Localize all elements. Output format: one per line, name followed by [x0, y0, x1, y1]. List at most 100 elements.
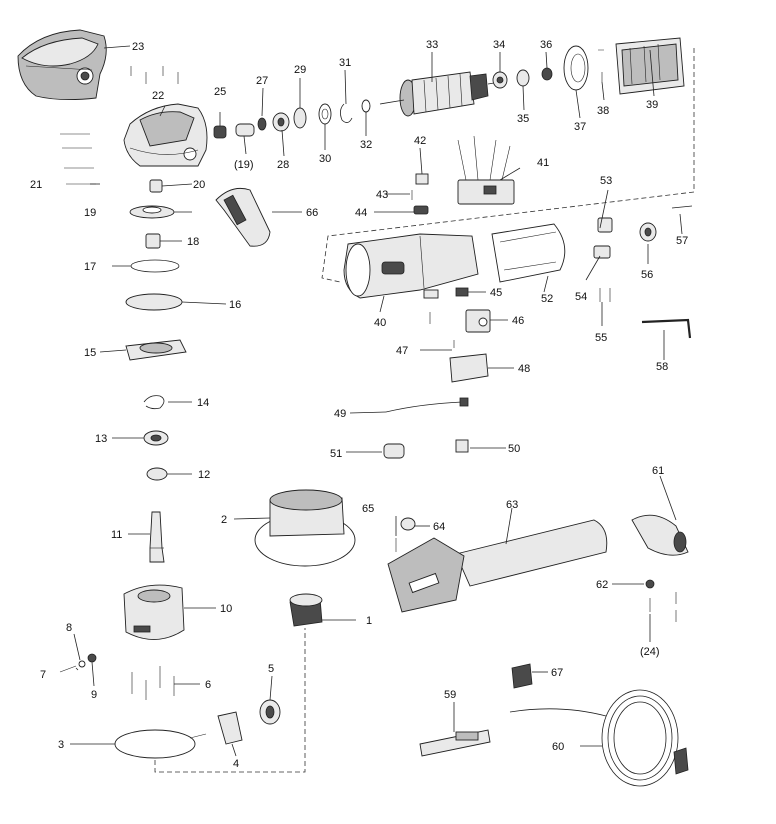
callout-31: 31: [339, 57, 351, 69]
callout-47: 47: [396, 345, 408, 357]
callout-51: 51: [330, 448, 342, 460]
part-4-clamp-lever: [217, 711, 243, 745]
callout-64: 64: [433, 521, 445, 533]
part-57-screw: [671, 205, 693, 209]
callout-20: 20: [193, 179, 205, 191]
callout-60: 60: [552, 741, 564, 753]
part-56-brush-cap: [639, 222, 657, 242]
callout-66: 66: [306, 207, 318, 219]
part-3-clamp-band: [114, 729, 207, 759]
part-54-brush-holder: [593, 245, 611, 259]
callout-67: 67: [551, 667, 563, 679]
part-31-circlip: [340, 103, 353, 123]
part-29-ring: [293, 107, 307, 129]
part-23-gear-cover: [17, 29, 107, 101]
part-24-screws: [649, 592, 677, 622]
part-20-sleeve: [149, 179, 163, 193]
part-50-terminal: [455, 439, 469, 453]
part-7-screw: [59, 665, 77, 673]
callout-24-paren: (24): [640, 646, 660, 658]
callout-32: 32: [360, 139, 372, 151]
part-64-switch-plunger: [400, 517, 416, 531]
callout-19: 19: [84, 207, 96, 219]
callout-35: 35: [517, 113, 529, 125]
callout-54: 54: [575, 291, 587, 303]
assembly-guide-lower: [154, 628, 306, 773]
part-22-gear-housing: [123, 103, 208, 167]
part-23-screws: [130, 66, 179, 84]
callout-17: 17: [84, 261, 96, 273]
callout-13: 13: [95, 433, 107, 445]
part-55-screws: [599, 288, 611, 302]
callout-37: 37: [574, 121, 586, 133]
callout-28: 28: [277, 159, 289, 171]
part-16-gasket: [125, 293, 183, 311]
callout-27: 27: [256, 75, 268, 87]
part-28-bearing: [272, 112, 290, 132]
part-34-bearing: [492, 71, 508, 89]
part-51-clamp: [383, 443, 405, 459]
callout-61: 61: [652, 465, 664, 477]
callout-57: 57: [676, 235, 688, 247]
callout-34: 34: [493, 39, 505, 51]
part-37-baffle: [563, 45, 589, 91]
part-66-side-handle: [215, 187, 271, 247]
callout-11: 11: [111, 529, 122, 541]
callout-7: 7: [40, 669, 46, 681]
part-45-clip: [423, 287, 469, 299]
part-47-screw: [429, 312, 455, 348]
callout-33: 33: [426, 39, 438, 51]
callout-2: 2: [221, 514, 227, 526]
part-12-seal: [146, 467, 168, 481]
part-9-nut: [87, 653, 97, 663]
part-46-capacitor: [465, 309, 491, 333]
callout-4: 4: [233, 758, 239, 770]
callout-1: 1: [366, 615, 372, 627]
part-21-screws: [60, 133, 96, 185]
callout-labels: 23 22 21 20 19 18 17 16 15 14 13 12 11 1…: [30, 39, 688, 770]
callout-19-paren: (19): [234, 159, 254, 171]
part-10-gear-head: [123, 584, 185, 640]
part-59-strain-relief: [419, 729, 491, 757]
part-38-screw: [598, 49, 604, 82]
part-19-bearing: [235, 123, 255, 137]
callout-43: 43: [376, 189, 388, 201]
callout-41: 41: [537, 157, 549, 169]
part-1-adjust-knob: [289, 593, 323, 627]
callout-5: 5: [268, 663, 274, 675]
callout-23: 23: [132, 41, 144, 53]
callout-8: 8: [66, 622, 72, 634]
callout-59: 59: [444, 689, 456, 701]
callout-50: 50: [508, 443, 520, 455]
part-40-motor-housing: [343, 233, 479, 299]
callout-12: 12: [198, 469, 210, 481]
part-8-washer: [78, 660, 86, 668]
callout-22: 22: [152, 90, 164, 102]
part-6-screws: [131, 666, 175, 700]
part-33-armature: [379, 71, 501, 117]
callout-49: 49: [334, 408, 346, 420]
assembly-guide-upper: [321, 48, 695, 283]
part-17-oring: [130, 259, 180, 273]
callout-10: 10: [220, 603, 232, 615]
part-42-clip: [415, 173, 429, 185]
part-32-washer: [361, 99, 371, 113]
part-41-electronics-module: [457, 135, 515, 205]
callout-21: 21: [30, 179, 42, 191]
callout-29: 29: [294, 64, 306, 76]
part-48-switch-bracket: [449, 353, 489, 383]
part-49-cable: [385, 397, 469, 413]
callout-40: 40: [374, 317, 386, 329]
callout-63: 63: [506, 499, 518, 511]
callout-48: 48: [518, 363, 530, 375]
callout-9: 9: [91, 689, 97, 701]
callout-62: 62: [596, 579, 608, 591]
callout-56: 56: [641, 269, 653, 281]
callout-53: 53: [600, 175, 612, 187]
part-36-bearing: [541, 67, 553, 81]
part-44-switch: [413, 205, 429, 215]
part-35-sleeve: [516, 69, 530, 87]
callout-30: 30: [319, 153, 331, 165]
callout-44: 44: [355, 207, 367, 219]
callout-36: 36: [540, 39, 552, 51]
